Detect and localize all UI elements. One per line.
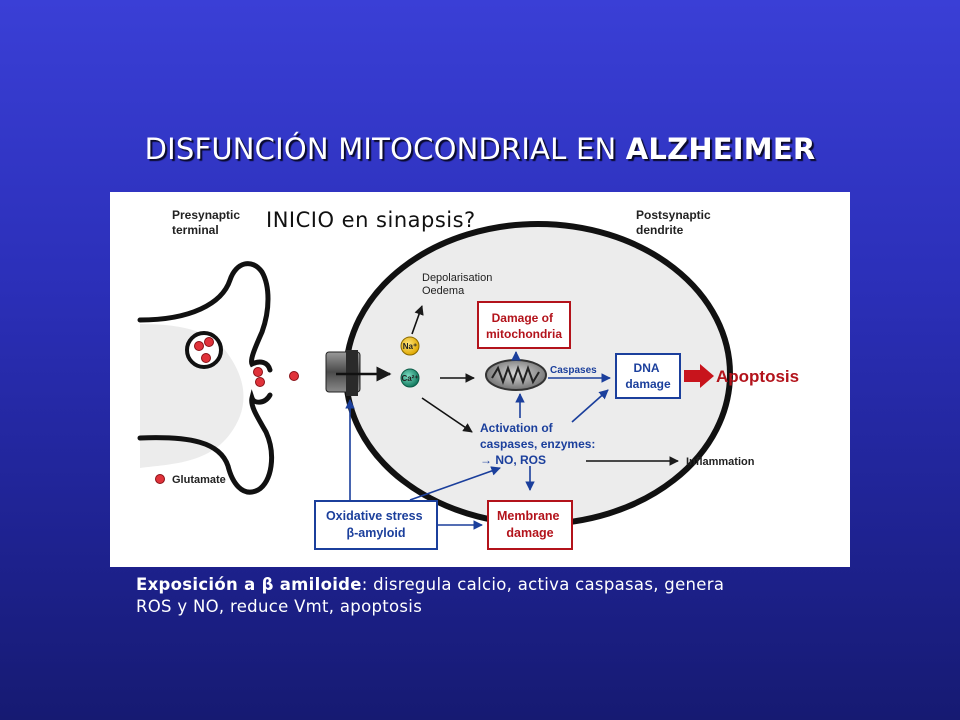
caption-line-1: Exposición a β amiloide: disregula calci… [136, 574, 836, 596]
calcium-ion [400, 368, 420, 388]
arrow-ca-to-activation [421, 397, 473, 433]
presynaptic-terminal [140, 264, 244, 468]
oxidative-stress-box [314, 500, 438, 550]
mitochondrion-cristae [491, 365, 540, 385]
presynaptic-outline [137, 261, 274, 495]
title-part-1: DISFUNCIÓN MITOCONDRIAL EN [144, 132, 626, 166]
glutamate-dot [253, 367, 263, 377]
dna-damage-label: DNA damage [625, 361, 671, 391]
activation-label: Activation of caspases, enzymes: → NO, R… [480, 421, 599, 467]
title-part-2: ALZHEIMER [625, 132, 816, 166]
arrow-activation-to-dna [571, 389, 609, 423]
glutamate-legend-dot [155, 474, 165, 484]
diagram-canvas: Na⁺ Ca²⁺ Presynaptic terminal Postsynapt… [137, 208, 799, 550]
arrow-to-depolarisation [411, 305, 424, 335]
postsynaptic-label: Postsynaptic dendrite [636, 208, 714, 237]
caspases-label: Caspases [550, 365, 597, 376]
apoptosis-label: Apoptosis [716, 367, 799, 386]
caption-rest: : disregula calcio, activa caspasas, gen… [361, 575, 725, 594]
membrane-damage-label: Membrane damage [497, 509, 563, 540]
glutamate-dot [201, 353, 211, 363]
glutamate-label: Glutamate [172, 474, 226, 486]
damage-mitochondria-label: Damage of mitochondria [486, 311, 562, 341]
dna-damage-box [615, 353, 681, 399]
glutamate-dot [255, 377, 265, 387]
damage-mitochondria-box [477, 301, 571, 349]
slide-title: DISFUNCIÓN MITOCONDRIAL EN ALZHEIMER [0, 132, 960, 166]
membrane-damage-box [487, 500, 573, 550]
presynaptic-label: Presynaptic terminal [172, 208, 243, 237]
caption: Exposición a β amiloide: disregula calci… [136, 574, 836, 618]
sodium-ion [400, 336, 420, 356]
caption-line-2: ROS y NO, reduce Vmt, apoptosis [136, 597, 423, 616]
sodium-label: Na⁺ [403, 342, 417, 351]
glutamate-dot [204, 337, 214, 347]
arrow-oxidative-to-activation [409, 466, 501, 501]
inicio-label: INICIO en sinapsis? [266, 208, 476, 232]
apoptosis-arrow [684, 364, 714, 388]
glutamate-dot [289, 371, 299, 381]
inflammation-label: Inflammation [686, 456, 755, 468]
depolarisation-label: Depolarisation Oedema [422, 272, 495, 297]
calcium-label: Ca²⁺ [401, 374, 418, 383]
oxidative-stress-label: Oxidative stress β-amyloid [326, 509, 426, 540]
glutamate-dot [194, 341, 204, 351]
caption-bold: Exposición a β amiloide [136, 575, 362, 594]
diagram-figure: Na⁺ Ca²⁺ Presynaptic terminal Postsynapt… [110, 192, 850, 567]
